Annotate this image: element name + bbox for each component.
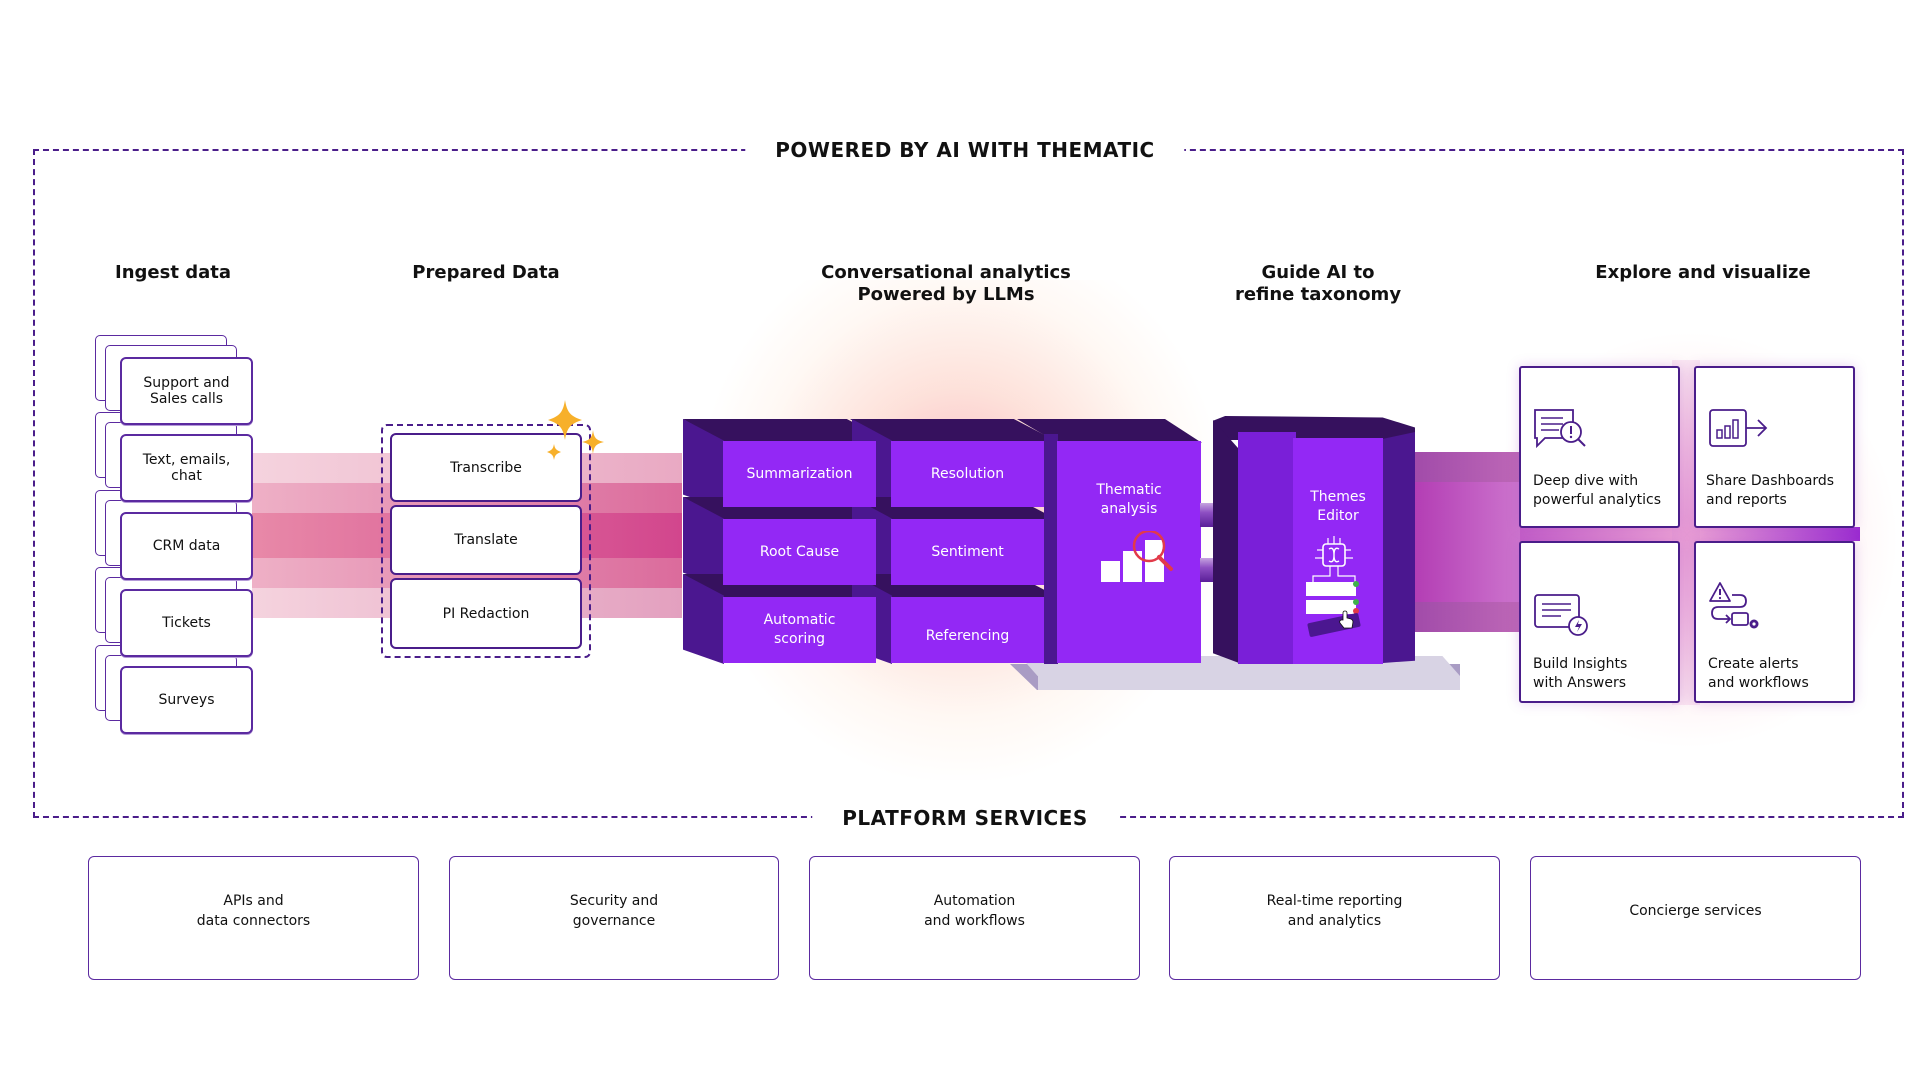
ingest-card-text-emails-chat[interactable]: Text, emails, chat (120, 434, 253, 502)
service-concierge[interactable]: Concierge services (1530, 856, 1861, 980)
chat-alert-magnifier-icon (1534, 409, 1586, 449)
header-conversational-analytics: Conversational analytics Powered by LLMs (821, 262, 1071, 305)
explore-card-build-insights[interactable]: Build Insights with Answers (1519, 541, 1680, 703)
explore-card-share-dashboards[interactable]: Share Dashboards and reports (1694, 366, 1855, 528)
llm-block-summarization[interactable]: Summarization (723, 441, 876, 507)
llm-block-referencing[interactable]: Referencing (891, 597, 1044, 663)
llm-block-automatic-scoring[interactable]: Automatic scoring (723, 597, 876, 663)
service-apis-connectors[interactable]: APIs and data connectors (88, 856, 419, 980)
ai-chip-editor-icon (1306, 536, 1361, 637)
prepared-step-transcribe[interactable]: Transcribe (390, 433, 582, 502)
service-label: Automation and workflows (924, 893, 1025, 929)
prepared-step-translate[interactable]: Translate (390, 505, 582, 575)
explore-card-deep-dive-label: Deep dive with powerful analytics (1533, 473, 1661, 508)
header-prepared-data: Prepared Data (412, 262, 560, 283)
ingest-card-support-sales-calls[interactable]: Support and Sales calls (120, 357, 253, 425)
themes-editor-label: Themes Editor (1310, 489, 1366, 524)
thematic-block-side (1044, 434, 1058, 664)
explore-card-build-insights-label: Build Insights with Answers (1533, 656, 1628, 691)
explore-card-create-alerts-label: Create alerts and workflows (1708, 656, 1809, 691)
sparkle-icon (547, 400, 604, 460)
ingest-card-surveys[interactable]: Surveys (120, 666, 253, 734)
service-automation-workflows[interactable]: Automation and workflows (809, 856, 1140, 980)
service-label: Real-time reporting and analytics (1266, 893, 1403, 929)
service-realtime-reporting[interactable]: Real-time reporting and analytics (1169, 856, 1500, 980)
header-guide-ai: Guide AI to refine taxonomy (1234, 262, 1402, 305)
header-explore-visualize: Explore and visualize (1595, 262, 1811, 283)
explore-card-deep-dive[interactable]: Deep dive with powerful analytics (1519, 366, 1680, 528)
prepared-data-group (381, 424, 591, 658)
dashboard-share-icon (1709, 409, 1768, 447)
alert-workflow-icon (1709, 582, 1759, 629)
ai-section-title: POWERED BY AI WITH THEMATIC (745, 137, 1185, 163)
header-ingest-data: Ingest data (115, 262, 231, 283)
thematic-analysis-block[interactable]: Thematic analysis (1057, 441, 1201, 663)
service-label: Concierge services (1629, 903, 1762, 919)
explore-card-create-alerts[interactable]: Create alerts and workflows (1694, 541, 1855, 703)
service-security-governance[interactable]: Security and governance (449, 856, 779, 980)
ingest-card-tickets[interactable]: Tickets (120, 589, 253, 657)
llm-block-root-cause[interactable]: Root Cause (723, 519, 876, 585)
themes-editor-block[interactable]: Themes Editor (1293, 438, 1383, 664)
ingest-card-crm-data[interactable]: CRM data (120, 512, 253, 580)
llm-block-sentiment[interactable]: Sentiment (891, 519, 1044, 585)
bar-chart-magnifier-icon (1101, 531, 1173, 582)
service-label: APIs and data connectors (196, 893, 311, 929)
service-label: Security and governance (569, 893, 659, 929)
document-lightning-icon (1534, 594, 1588, 636)
explore-card-share-dashboards-label: Share Dashboards and reports (1706, 473, 1835, 508)
prepared-step-pi-redaction[interactable]: PI Redaction (390, 578, 582, 649)
thematic-analysis-label: Thematic analysis (1096, 482, 1162, 517)
platform-services-title: PLATFORM SERVICES (812, 805, 1118, 831)
llm-block-resolution[interactable]: Resolution (891, 441, 1044, 507)
